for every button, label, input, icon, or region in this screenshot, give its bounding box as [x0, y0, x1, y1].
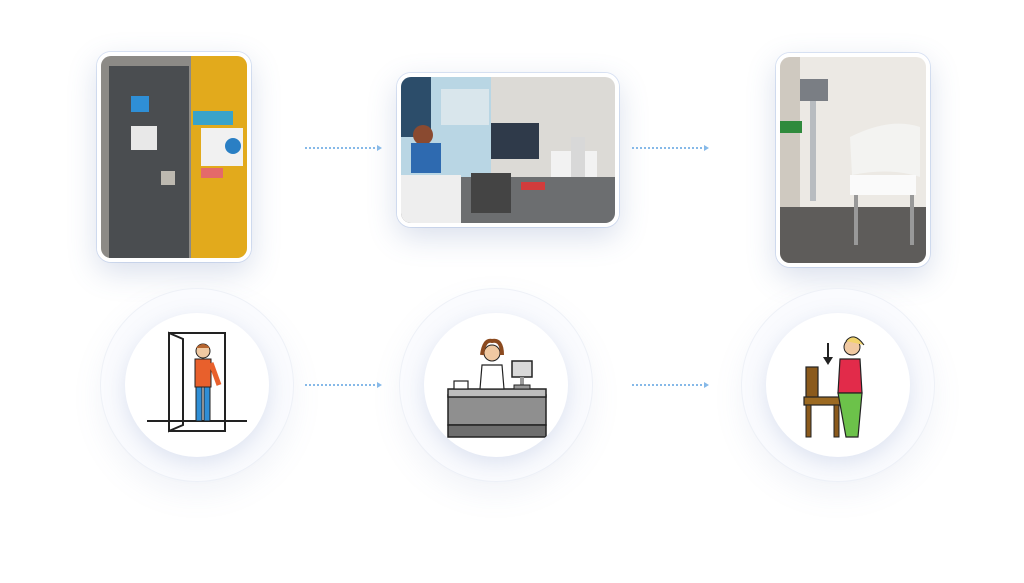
reception-photo	[397, 73, 619, 227]
waiting-chair-photo	[776, 53, 930, 267]
connector-arrow-2	[632, 145, 709, 151]
connector-arrow-1	[305, 145, 382, 151]
door-photo	[97, 52, 251, 262]
sit-down-pictogram	[766, 313, 910, 457]
open-door-pictogram	[125, 313, 269, 457]
connector-arrow-4	[632, 382, 709, 388]
connector-arrow-3	[305, 382, 382, 388]
receptionist-pictogram	[424, 313, 568, 457]
